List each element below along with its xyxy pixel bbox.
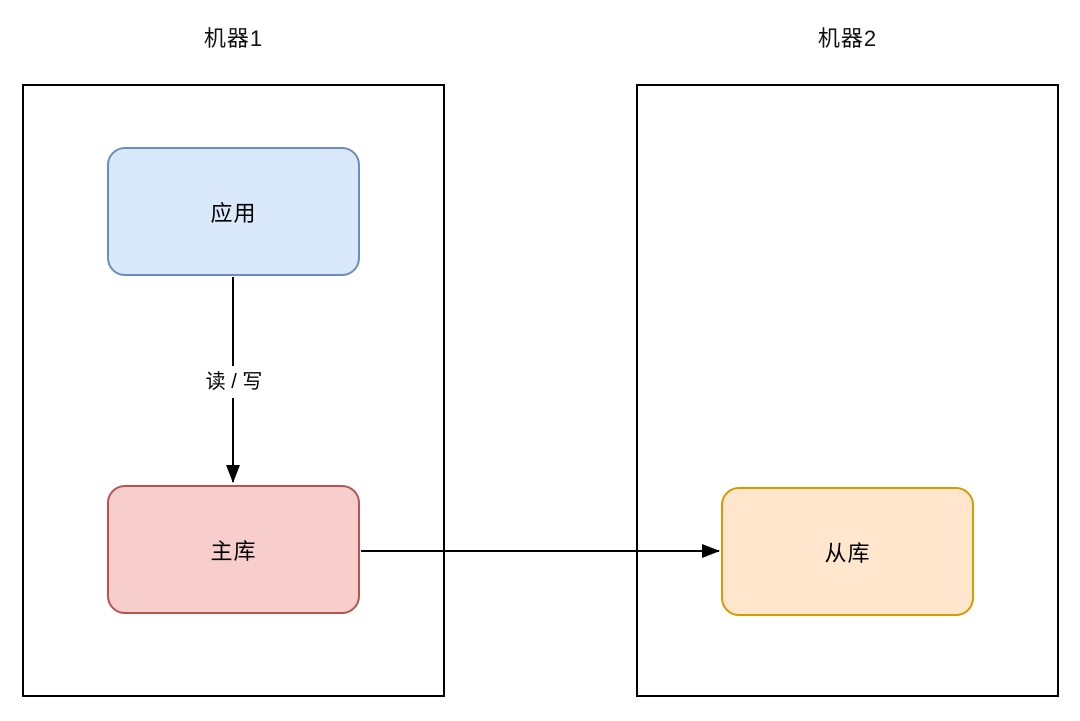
machine1-title: 机器1 [203, 26, 264, 51]
node-master-label: 主库 [210, 538, 257, 564]
node-app: 应用 [107, 147, 360, 276]
machine2-title: 机器2 [817, 26, 878, 51]
node-slave: 从库 [721, 487, 974, 616]
node-app-label: 应用 [210, 200, 257, 226]
node-master: 主库 [107, 485, 360, 614]
edge-label-read-write: 读 / 写 [192, 366, 276, 398]
node-slave-label: 从库 [824, 540, 871, 566]
